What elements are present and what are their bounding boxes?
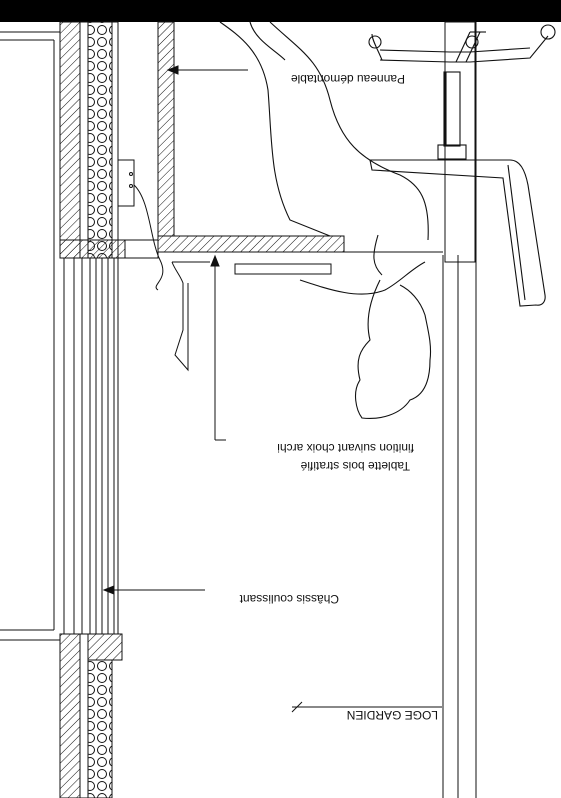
counter-tablette: [59, 21, 476, 263]
left-window-panel: [0, 31, 60, 641]
label-chassis-coulissant: Châssis coulissant: [239, 592, 339, 606]
label-tablette-line2: finition suivant choix archi: [277, 441, 414, 455]
right-wall-lines: [442, 22, 477, 798]
wall-outlet-box: [117, 159, 164, 291]
leader-lines: [102, 65, 442, 713]
lower-wall-section: [59, 633, 123, 798]
upper-wall-section: [59, 21, 119, 259]
seated-person-silhouette: [219, 21, 432, 419]
label-loge-gardien: LOGE GARDIEN: [347, 708, 438, 722]
label-tablette-line1: Tablette bois stratifié: [300, 459, 410, 473]
office-chair: [368, 24, 556, 307]
counter-bracket: [171, 261, 332, 440]
top-black-band: [0, 0, 561, 22]
chassis-frame-lines: [63, 258, 119, 634]
label-panneau-demontable: Panneau démontable: [291, 72, 405, 86]
